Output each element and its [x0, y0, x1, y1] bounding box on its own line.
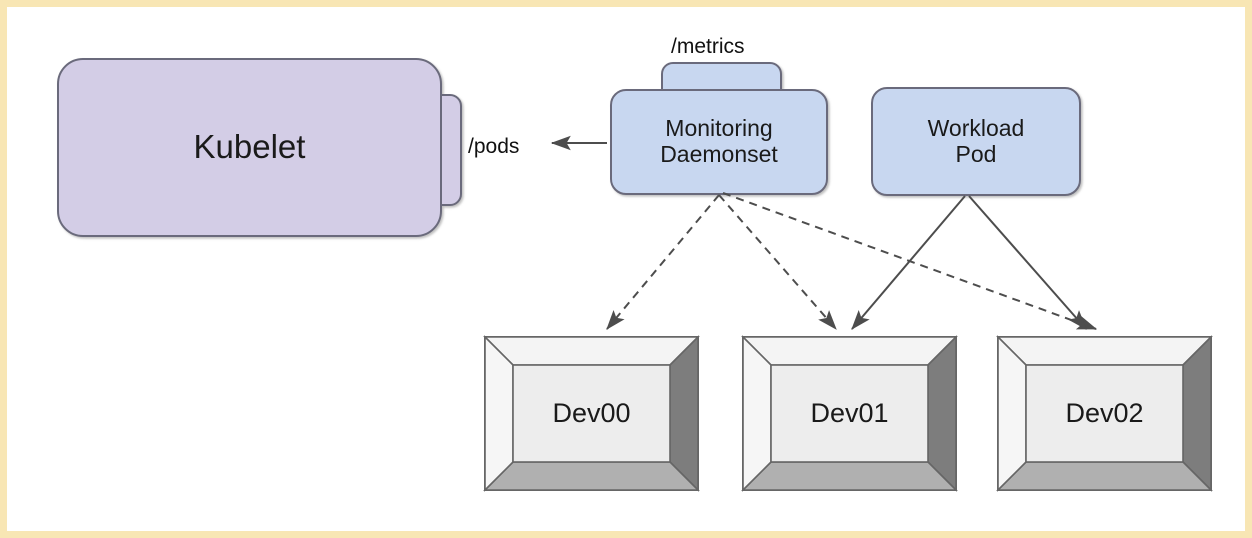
edge-daemonset-to-dev01 — [718, 194, 837, 330]
dev01-bevel-bottom — [741, 461, 958, 491]
dev02-bevel-left — [997, 335, 1027, 492]
dev00-bevel-bottom — [483, 461, 700, 491]
kubelet-body — [57, 58, 442, 237]
node-dev02[interactable] — [996, 335, 1213, 492]
node-kubelet[interactable] — [57, 58, 462, 237]
edge-label-metrics: /metrics — [671, 35, 745, 58]
dev02-bevel-bottom — [996, 461, 1213, 491]
diagram-svg-layer — [57, 58, 1213, 492]
diagram-surface: Kubelet Monitoring Daemonset Workload Po… — [7, 7, 1245, 531]
dev00-bevel-top — [483, 336, 700, 366]
node-monitoring-daemonset[interactable] — [610, 62, 828, 195]
edge-label-pods: /pods — [468, 135, 520, 158]
edge-workload-to-dev02 — [968, 195, 1087, 330]
dev01-face — [770, 364, 929, 463]
edge-workload-to-dev01 — [851, 195, 966, 330]
dev02-face — [1025, 364, 1184, 463]
dev00-bevel-left — [484, 335, 514, 492]
dev00-face — [512, 364, 671, 463]
workload-pod-body — [871, 87, 1081, 196]
dev02-bevel-top — [996, 336, 1213, 366]
node-dev00[interactable] — [483, 335, 700, 492]
dev01-bevel-left — [742, 335, 772, 492]
node-dev01[interactable] — [741, 335, 958, 492]
edge-daemonset-to-dev00 — [606, 194, 720, 330]
dev01-bevel-top — [741, 336, 958, 366]
node-workload-pod[interactable] — [871, 87, 1081, 196]
daemonset-body — [610, 89, 828, 195]
